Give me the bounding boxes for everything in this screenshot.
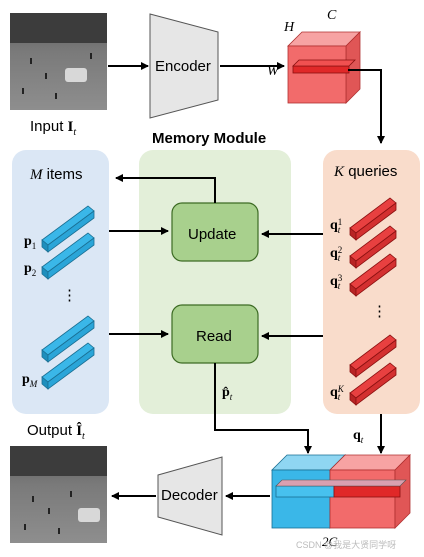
read-output-label: p̂t [222,385,233,402]
output-symbol: Î [76,423,83,439]
input-symbol-sub: t [73,127,77,138]
decoder-shape [157,456,223,536]
memory-item-bar [41,315,95,363]
feature-dim-c: C [327,8,337,23]
queries-title-var: K [334,164,345,180]
feature-dim-w: W [267,64,279,79]
concat-cube [271,454,411,529]
memory-item-bar [41,342,95,390]
items-ellipsis: ⋮ [62,287,77,304]
item-label-p2: p2 [24,261,37,278]
output-frame-image [10,446,107,543]
feature-cube [287,31,361,104]
memory-item-bar [41,205,95,253]
encoder-label: Encoder [155,58,211,75]
read-label: Read [196,328,232,345]
output-label-text: Output [27,422,73,439]
output-symbol-sub: t [82,431,85,442]
item-label-p1: p1 [24,234,37,251]
query-bar [349,362,397,406]
input-symbol: I [67,119,74,135]
query-bar [349,334,397,378]
feature-dim-h: H [284,20,295,35]
output-label: Output Ît [27,422,85,442]
queries-panel-title: K queries [334,163,397,181]
queries-ellipsis: ⋮ [372,303,387,320]
items-panel-title: M items [30,166,83,184]
update-label: Update [188,226,237,243]
input-frame-image [10,13,107,110]
input-label: Input It [30,118,76,138]
input-label-text: Input [30,118,64,135]
items-title-var: M [30,167,43,183]
encoder-shape [149,13,219,119]
item-label-pm: pM [22,372,38,389]
query-bar [349,253,397,297]
queries-title-word: queries [348,163,398,180]
concat-width-label: 2C [322,534,338,549]
query-bar [349,225,397,269]
query-bar [349,197,397,241]
arrow-update-to-items [115,174,216,203]
memory-module-title: Memory Module [152,130,267,147]
query-output-label: qt [353,428,364,445]
memory-item-bar [41,232,95,280]
arrow-read-to-concat [214,363,312,454]
decoder-label: Decoder [161,487,218,504]
items-title-word: items [46,166,83,183]
arrow-feature-to-queries [348,69,385,144]
watermark: CSDN @我是大贤同学呀 [296,540,397,550]
